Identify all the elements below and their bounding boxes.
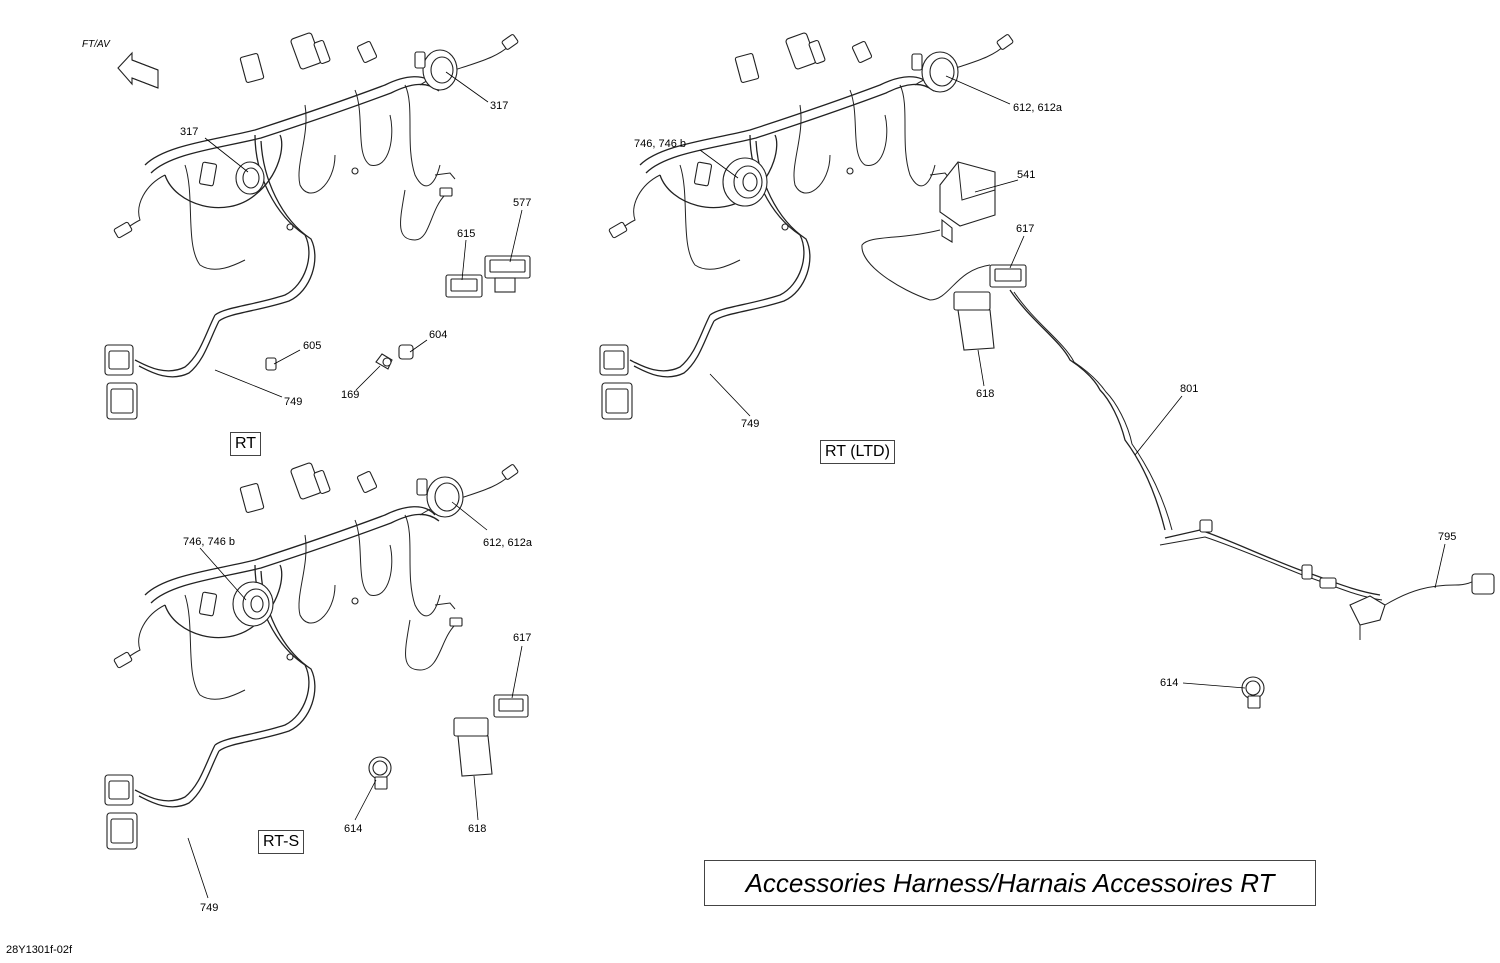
rt-ltd-harness	[599, 31, 1495, 709]
callout-615: 615	[457, 228, 475, 240]
callout-618: 618	[976, 388, 994, 400]
callout-614: 614	[344, 823, 362, 835]
callout-746: 746, 746 b	[183, 536, 235, 548]
callout-577: 577	[513, 197, 531, 209]
rt-harness	[104, 31, 531, 420]
reference-code: 28Y1301f-02f	[6, 944, 73, 956]
callout-604: 604	[429, 329, 447, 341]
callout-169: 169	[341, 389, 359, 401]
callout-614: 614	[1160, 677, 1178, 689]
callout-749: 749	[741, 418, 759, 430]
variant-label-rt-ltd: RT (LTD)	[820, 440, 895, 464]
callout-618: 618	[468, 823, 486, 835]
variant-label-rt-s: RT-S	[258, 830, 305, 854]
callout-317: 317	[490, 100, 508, 112]
diagram-title: Accessories Harness/Harnais Accessoires …	[704, 860, 1316, 906]
callout-749: 749	[200, 902, 218, 914]
callout-612: 612, 612a	[483, 537, 533, 549]
front-arrow-icon	[117, 51, 159, 89]
rt-leaders	[204, 71, 523, 398]
callout-317: 317	[180, 126, 198, 138]
rt-s-leaders	[187, 501, 523, 899]
callout-617: 617	[513, 632, 531, 644]
rt-ltd-leaders	[699, 75, 1446, 689]
variant-label-rt: RT	[230, 432, 262, 456]
callout-746: 746, 746 b	[634, 138, 686, 150]
rt-s-harness	[104, 461, 529, 850]
callout-605: 605	[303, 340, 321, 352]
callout-749: 749	[284, 396, 302, 408]
callout-617: 617	[1016, 223, 1034, 235]
callout-795: 795	[1438, 531, 1456, 543]
callout-801: 801	[1180, 383, 1198, 395]
direction-label: FT/AV	[82, 39, 110, 50]
callout-541: 541	[1017, 169, 1035, 181]
callout-612: 612, 612a	[1013, 102, 1063, 114]
